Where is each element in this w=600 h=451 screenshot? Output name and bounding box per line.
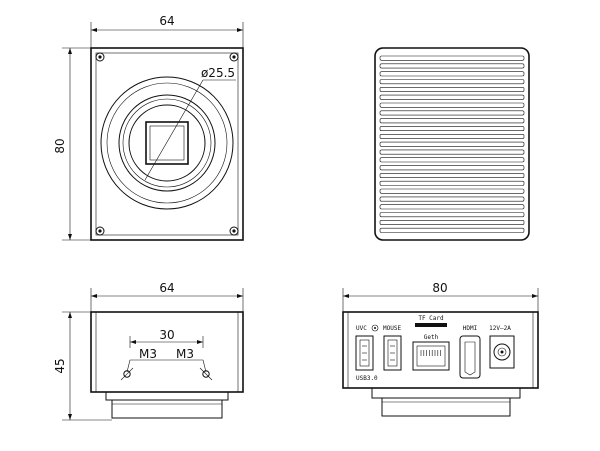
bottom-view: 64 45 30 M3 M3 bbox=[53, 281, 244, 421]
fin bbox=[379, 165, 525, 171]
thread-left-label: M3 bbox=[139, 347, 157, 361]
fin bbox=[379, 55, 525, 61]
fin bbox=[379, 188, 525, 194]
bottom-width-label: 64 bbox=[159, 281, 174, 295]
hdmi-label: HDMI bbox=[463, 325, 478, 332]
fin bbox=[379, 134, 525, 139]
cooling-fins bbox=[379, 55, 525, 233]
front-width-label: 64 bbox=[159, 14, 174, 28]
back-width-label: 80 bbox=[432, 281, 447, 295]
fin bbox=[379, 79, 525, 85]
fin bbox=[379, 180, 525, 186]
tf-card-label: TF Card bbox=[418, 315, 444, 322]
fin bbox=[379, 71, 525, 77]
uvc-label: UVC bbox=[356, 325, 367, 332]
thread-right-label: M3 bbox=[176, 347, 194, 361]
geth-label: Geth bbox=[424, 334, 439, 341]
fin bbox=[379, 87, 525, 92]
fin bbox=[379, 157, 525, 163]
mouse-label: MOUSE bbox=[383, 325, 401, 332]
fin bbox=[379, 118, 525, 124]
hole-spacing-label: 30 bbox=[159, 328, 174, 342]
power-label: 12V–2A bbox=[489, 325, 511, 332]
usb-label: USB3.0 bbox=[356, 375, 378, 382]
finned-side-view bbox=[374, 47, 530, 241]
front-view: 64 80 ø25.5 bbox=[53, 14, 244, 241]
fin bbox=[379, 227, 525, 233]
bottom-height-label: 45 bbox=[53, 358, 67, 373]
fin bbox=[379, 149, 525, 155]
back-view: 80 UVC USB3.0 MOUSE TF Card Geth bbox=[342, 281, 539, 417]
fin bbox=[379, 212, 525, 218]
fin bbox=[379, 196, 525, 202]
lens-diameter-label: ø25.5 bbox=[201, 66, 235, 80]
fin bbox=[379, 110, 525, 116]
fin bbox=[379, 220, 525, 225]
fin bbox=[379, 204, 525, 210]
fin bbox=[379, 94, 525, 100]
fin bbox=[379, 173, 525, 178]
fin bbox=[379, 102, 525, 108]
fin bbox=[379, 126, 525, 132]
fin bbox=[379, 141, 525, 147]
front-height-label: 80 bbox=[53, 138, 67, 153]
ethernet-pins bbox=[420, 350, 441, 356]
fin bbox=[379, 63, 525, 69]
